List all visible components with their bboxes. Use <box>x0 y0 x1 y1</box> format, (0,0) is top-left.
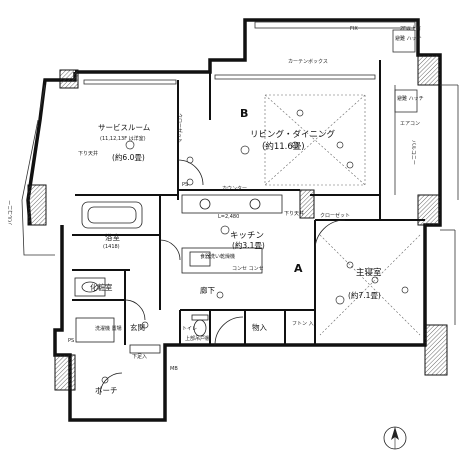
columns <box>27 54 448 391</box>
counter-label: カウンター <box>222 185 247 192</box>
misc-labels: B A PS PS MB FIX 避難 ハッチ 避難 ハッチ 下り天井 下り天井… <box>68 25 424 372</box>
living-label: リビング・ダイニング <box>250 129 336 140</box>
interior-walls <box>72 60 425 345</box>
mark-a: A <box>294 262 303 275</box>
light-symbols <box>101 109 409 384</box>
washbasin <box>74 277 106 297</box>
kitchen-equip-label: 食器洗い乾燥機 <box>200 253 235 260</box>
laundry-label: 洗濯機 置場 <box>95 325 122 332</box>
washroom-label: 化粧室 <box>90 282 113 292</box>
bath-label: 浴室 <box>105 232 120 242</box>
kitchen-size: (約3.1畳) <box>232 240 265 250</box>
ps-label-2: PS <box>68 338 74 344</box>
closet-label: クローゼット <box>320 212 350 219</box>
service-room-size: (約6.0畳) <box>112 152 145 162</box>
laundry-pan <box>75 317 115 343</box>
master-size: (約7.1畳) <box>348 290 381 300</box>
ps-label-1: PS <box>182 182 188 188</box>
mark-b: B <box>240 107 248 120</box>
shoe-cabinet-label: 下足入 <box>132 354 147 360</box>
mb-label: MB <box>170 366 178 372</box>
aircon-label: エアコン <box>400 121 420 127</box>
bathtub <box>81 201 143 229</box>
fix-label: FIX <box>350 26 358 32</box>
kitchen-counter <box>181 194 283 214</box>
kitchen-label: キッチン <box>230 231 264 241</box>
toilet-label: トイレ <box>182 326 197 332</box>
closet2-label: クローゼット <box>176 113 183 143</box>
floor-note: 2F以上有 <box>400 25 421 32</box>
service-room-note: (11,12,13F は洋室) <box>100 135 146 142</box>
entrance-label: 玄関 <box>130 322 145 332</box>
ceiling-note-2: 下り天井 <box>284 210 304 217</box>
outlet-label: コンセ コンセ <box>232 266 264 272</box>
balcony-left-label: バルコニー <box>8 200 14 225</box>
north-arrow-icon <box>383 426 407 450</box>
counter-length: L=2,480 <box>218 214 239 220</box>
balcony-right-label: バルコニー <box>410 140 416 165</box>
hatch-label-2: 避難 ハッチ <box>397 95 424 102</box>
hallway-label: 廊下 <box>200 285 215 295</box>
bath-size: (1418) <box>103 244 120 250</box>
hatch-label: 避難 ハッチ <box>395 35 422 42</box>
living-size: (約11.6畳) <box>262 141 305 152</box>
service-room-label: サービスルーム <box>98 123 150 132</box>
master-label: 主寝室 <box>356 267 382 278</box>
porch-label: ポーチ <box>95 386 118 395</box>
windows-balcony <box>21 21 459 325</box>
fixtures <box>74 159 346 396</box>
ceiling-lines <box>264 94 421 336</box>
room-labels: サービスルーム (11,12,13F は洋室) (約6.0畳) リビング・ダイニ… <box>8 113 416 395</box>
futon-label: フトン 入 <box>292 321 314 327</box>
storage-label: 物入 <box>252 322 267 332</box>
upper-cabinet-label: 上部吊戸棚 <box>185 335 210 342</box>
curtain-box-label: カーテンボックス <box>288 58 328 65</box>
ceiling-note-1: 下り天井 <box>78 150 98 157</box>
